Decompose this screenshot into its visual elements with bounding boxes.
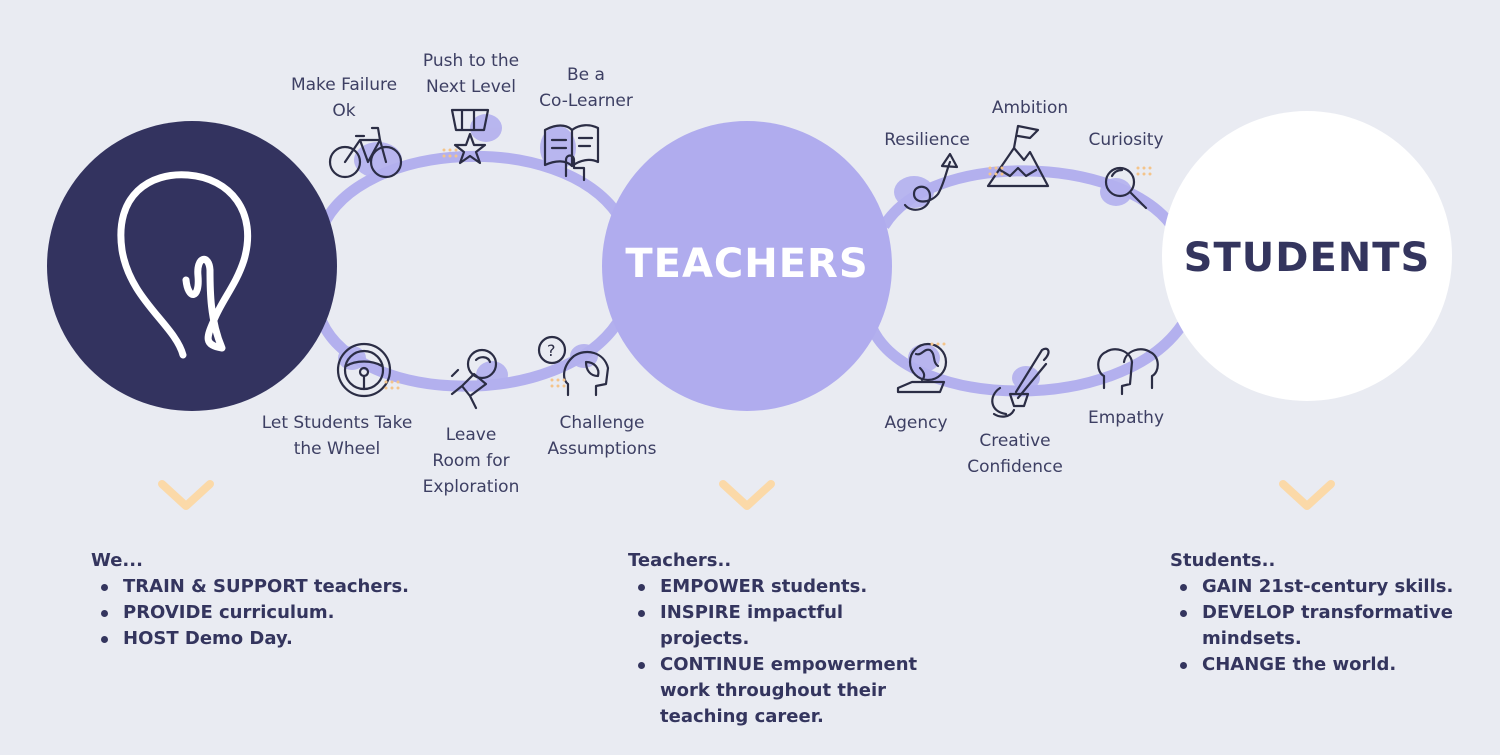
resilience-arrow-icon (903, 152, 959, 211)
chevron-down-icon-right (1279, 480, 1335, 510)
label-empathy: Empathy (1087, 408, 1165, 428)
list-item: HOST Demo Day. (101, 626, 451, 652)
column-we-list: TRAIN & SUPPORT teachers. PROVIDE curric… (91, 574, 451, 652)
right-loop-bottom-arc (867, 321, 1187, 397)
column-teachers-heading: Teachers.. (628, 550, 732, 571)
star-podium-icon (450, 108, 490, 165)
label-make-failure-ok: Make Failure Ok (290, 75, 398, 121)
label-challenge-assumptions: Challenge Assumptions (547, 413, 657, 459)
lightbulb-logo-icon (117, 171, 252, 359)
column-we: We... TRAIN & SUPPORT teachers. PROVIDE … (91, 548, 451, 652)
label-ambition: Ambition (991, 98, 1069, 118)
list-item: EMPOWER students. (638, 574, 928, 600)
svg-text:?: ? (547, 341, 556, 360)
chevron-down-icon-left (158, 480, 214, 510)
teachers-circle (602, 121, 892, 411)
students-title: STUDENTS (1183, 235, 1431, 281)
blob-bicycle (354, 142, 402, 178)
label-be-co-learner: Be a Co-Learner (539, 65, 633, 111)
list-item: TRAIN & SUPPORT teachers. (101, 574, 451, 600)
column-students-heading: Students.. (1170, 550, 1276, 571)
column-we-heading: We... (91, 550, 143, 571)
list-item: CHANGE the world. (1180, 652, 1460, 678)
column-teachers: Teachers.. EMPOWER students. INSPIRE imp… (628, 548, 928, 730)
steering-wheel-icon (336, 342, 392, 398)
dot-accents (384, 148, 1152, 390)
label-leave-room: Leave Room for Exploration (422, 425, 520, 497)
blob-magnifier (1100, 178, 1132, 206)
list-item: GAIN 21st-century skills. (1180, 574, 1460, 600)
logo-circle (47, 121, 337, 411)
column-students-list: GAIN 21st-century skills. DEVELOP transf… (1170, 574, 1460, 678)
label-curiosity: Curiosity (1088, 130, 1164, 150)
bicycle-icon (328, 126, 403, 179)
list-item: INSPIRE impactful projects. (638, 600, 928, 652)
label-push-next-level: Push to the Next Level (422, 51, 520, 97)
mountain-flag-icon (986, 124, 1050, 188)
blob-star (470, 114, 502, 142)
students-circle (1162, 111, 1452, 401)
magnifier-icon (1104, 166, 1148, 210)
list-item: DEVELOP transformative mindsets. (1180, 600, 1460, 652)
list-item: PROVIDE curriculum. (101, 600, 451, 626)
label-creative-confidence: Creative Confidence (967, 431, 1063, 477)
empathy-heads-icon (1097, 348, 1159, 396)
blob-wheel (338, 346, 366, 370)
chevron-down-icon-middle (719, 480, 775, 510)
teachers-title: TEACHERS (625, 241, 869, 287)
list-item: CONTINUE empowerment work throughout the… (638, 652, 928, 730)
column-students: Students.. GAIN 21st-century skills. DEV… (1170, 548, 1460, 678)
label-agency: Agency (884, 413, 948, 433)
label-resilience: Resilience (884, 130, 970, 150)
column-teachers-list: EMPOWER students. INSPIRE impactful proj… (628, 574, 928, 730)
paintbrush-hand-icon (991, 347, 1050, 418)
blob-brush (1012, 366, 1040, 390)
astronaut-icon (450, 348, 498, 410)
globe-hand-icon (896, 342, 948, 394)
label-let-students-take-wheel: Let Students Take the Wheel (261, 413, 413, 459)
blob-globe (908, 344, 940, 372)
open-book-icon (543, 124, 600, 182)
